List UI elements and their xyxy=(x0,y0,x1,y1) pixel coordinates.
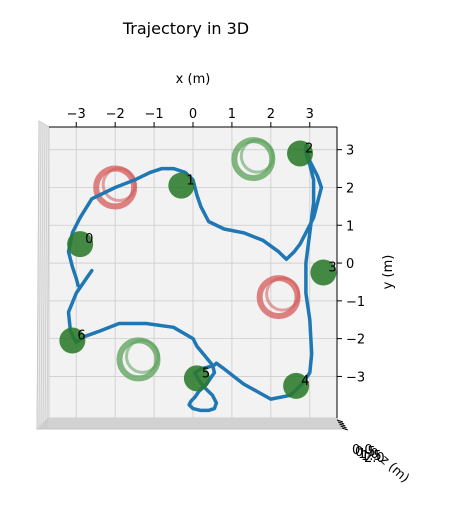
waypoint-label: 1 xyxy=(186,174,194,189)
waypoint-label: 3 xyxy=(328,261,336,276)
z-tick-mark xyxy=(338,421,345,425)
y-tick-label: 3 xyxy=(346,144,354,159)
x-tick-label: −3 xyxy=(67,107,86,122)
ring-marker-rim xyxy=(101,166,137,202)
x-tick-label: 0 xyxy=(189,107,197,122)
waypoint-label: 4 xyxy=(301,374,309,389)
z-tick-mark xyxy=(341,427,348,431)
y-axis-label: y (m) xyxy=(381,255,396,290)
waypoint-label: 2 xyxy=(305,141,313,156)
z-tick-label: 0.5 xyxy=(355,445,376,460)
y-tick-label: 2 xyxy=(346,181,354,196)
waypoint-marker xyxy=(168,172,195,199)
ring-marker-rim xyxy=(125,338,161,374)
waypoint-marker xyxy=(283,372,310,399)
waypoint-marker xyxy=(183,365,210,392)
x-tick-label: −2 xyxy=(106,107,125,122)
z-tick-label: 1.0 xyxy=(358,447,379,462)
waypoint-label: 0 xyxy=(85,232,93,247)
x-tick-label: 1 xyxy=(228,107,236,122)
z-grid-line xyxy=(42,124,46,430)
y-tick-label: 0 xyxy=(346,257,354,272)
z-grid-line xyxy=(40,123,44,430)
z-grid-line xyxy=(38,122,42,430)
z-grid-line xyxy=(36,120,40,430)
x-axis-label: x (m) xyxy=(176,72,211,87)
trajectory-line xyxy=(66,144,324,413)
waypoint-marker xyxy=(67,231,94,258)
ring-marker-rim xyxy=(265,276,301,312)
z-tick-label: 1.5 xyxy=(361,449,382,464)
z-tick-mark xyxy=(336,419,344,423)
z-grid-line xyxy=(46,126,50,430)
ring-marker-rim xyxy=(239,138,275,174)
waypoint-label: 6 xyxy=(77,329,85,344)
z-tick-label: 0.0 xyxy=(352,443,373,458)
waypoint-marker xyxy=(287,140,314,167)
waypoint-label: 5 xyxy=(202,366,210,381)
y-tick-label: −3 xyxy=(346,370,365,385)
waypoint-marker xyxy=(310,259,337,286)
y-tick-label: −2 xyxy=(346,333,365,348)
y-tick-label: −1 xyxy=(346,295,365,310)
x-tick-label: −1 xyxy=(144,107,163,122)
x-tick-label: 3 xyxy=(306,107,314,122)
z-grid-line xyxy=(44,125,48,430)
y-tick-label: 1 xyxy=(346,219,354,234)
waypoint-marker xyxy=(59,327,86,354)
back-wall-pane xyxy=(35,417,342,430)
z-tick-label: 2.0 xyxy=(364,451,385,466)
x-tick-label: 2 xyxy=(267,107,275,122)
z-tick-mark xyxy=(340,425,347,429)
z-tick-mark xyxy=(339,423,346,427)
chart-title: Trajectory in 3D xyxy=(122,19,249,38)
